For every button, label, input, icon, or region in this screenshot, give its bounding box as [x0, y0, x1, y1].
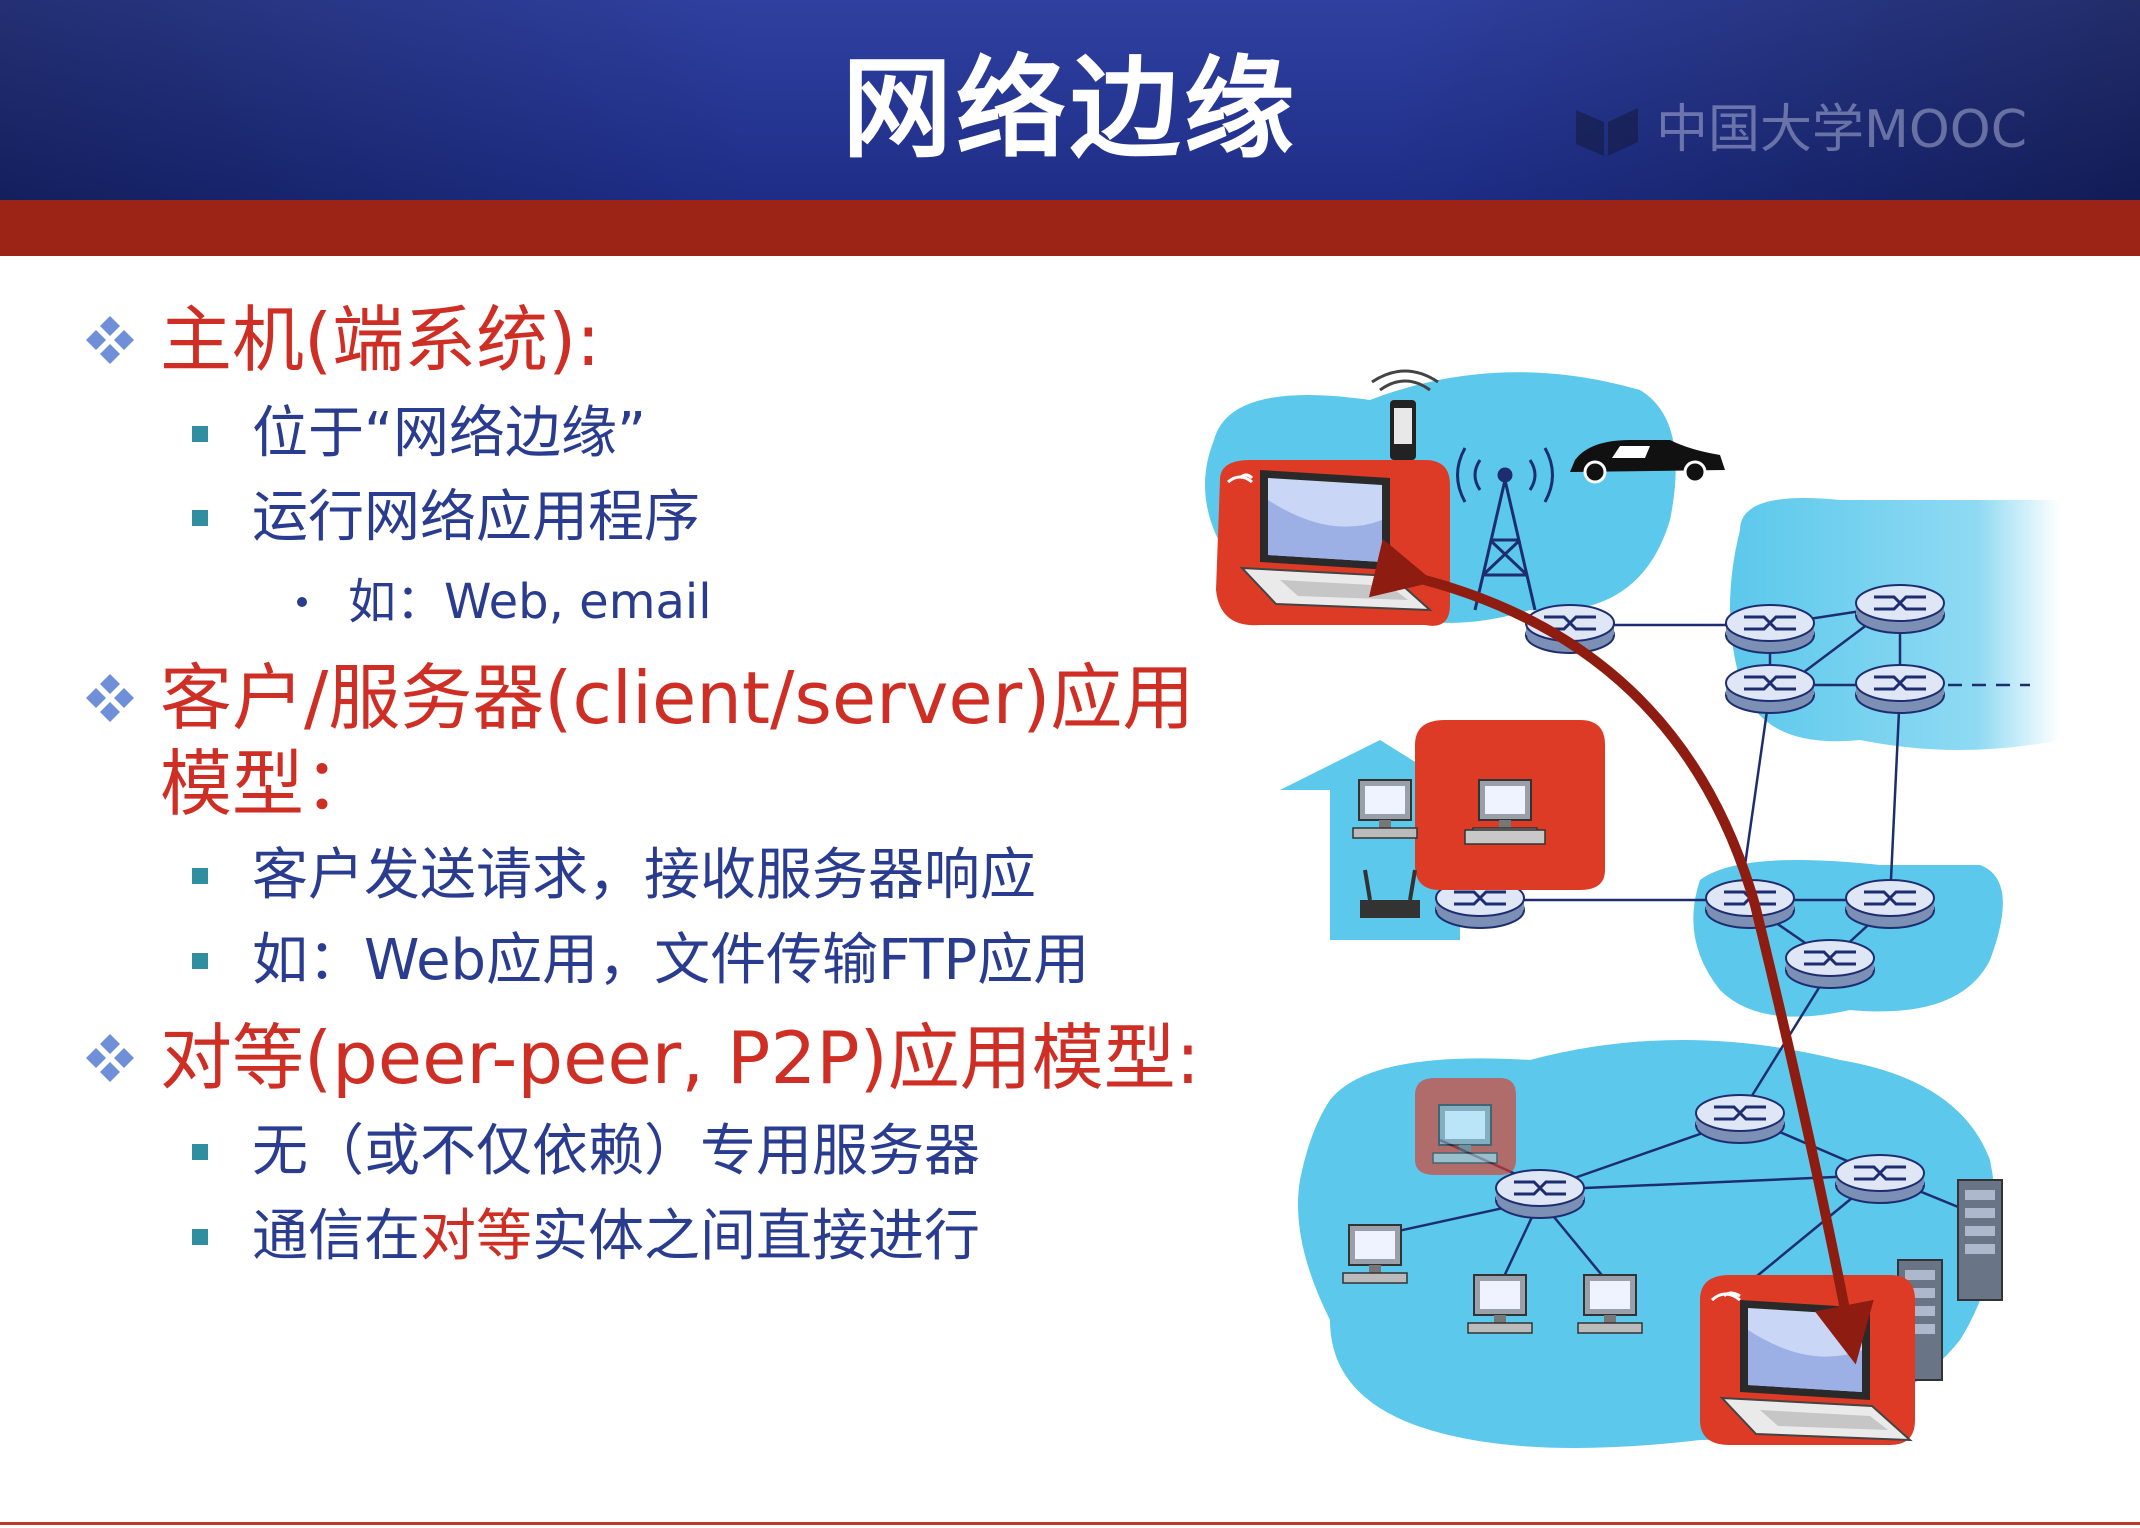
p2p-item-text: 通信在 — [252, 1204, 420, 1269]
square-bullet-icon — [192, 510, 208, 526]
p2p-heading: 对等(peer-peer, P2P)应用模型: — [160, 1016, 1201, 1100]
mooc-logo-icon — [1576, 108, 1638, 156]
square-bullet-icon — [192, 868, 208, 884]
hosts-item: 位于“网络边缘” — [252, 401, 647, 466]
title-bar — [0, 0, 2140, 200]
p2p-item: 通信在对等实体之间直接进行 — [252, 1203, 980, 1271]
diamond-bullet-icon — [86, 674, 134, 722]
square-bullet-icon — [192, 426, 208, 442]
footer-rule — [0, 1522, 2140, 1525]
square-bullet-icon — [192, 953, 208, 969]
square-bullet-icon — [192, 1229, 208, 1245]
mooc-logo: 中国大学MOOC — [1572, 100, 2027, 160]
diamond-bullet-icon — [86, 316, 134, 364]
client-server-heading: 客户/服务器(client/server)应用 — [160, 656, 1195, 740]
p2p-highlight: 对等 — [420, 1204, 532, 1269]
client-server-item: 客户发送请求，接收服务器响应 — [252, 843, 1036, 908]
hosts-item: 运行网络应用程序 — [252, 485, 700, 550]
network-edge-diagram — [1205, 369, 2060, 1448]
square-bullet-icon — [192, 1144, 208, 1160]
mooc-logo-text: 中国大学MOOC — [1656, 100, 2028, 160]
dot-bullet-icon — [297, 597, 307, 607]
diamond-bullet-icon — [86, 1034, 134, 1082]
slide-title: 网络边缘 — [842, 45, 1298, 173]
p2p-item-text: 实体之间直接进行 — [532, 1204, 980, 1269]
hosts-heading: 主机(端系统): — [160, 298, 601, 382]
client-server-heading-cont: 模型： — [160, 742, 377, 826]
client-server-item: 如：Web应用，文件传输FTP应用 — [252, 928, 1090, 993]
p2p-item: 无（或不仅依赖）专用服务器 — [252, 1119, 980, 1184]
hosts-example: 如：Web, email — [348, 574, 712, 630]
title-accent-bar — [0, 200, 2140, 256]
